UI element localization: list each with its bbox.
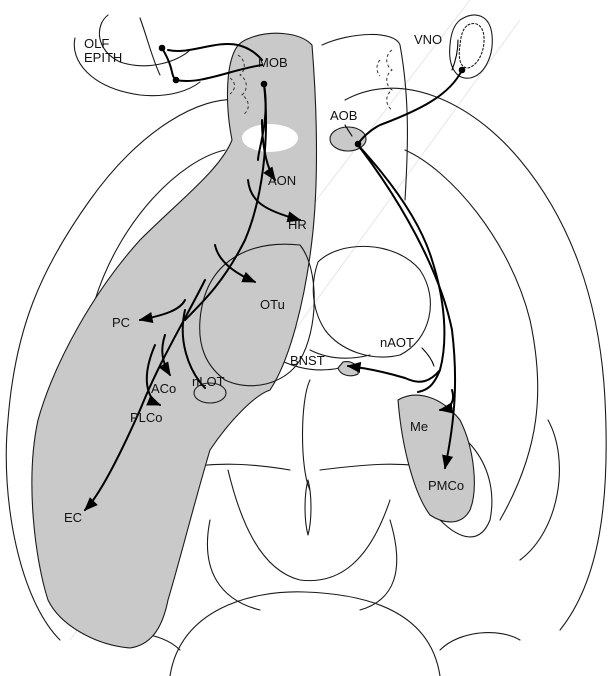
label-aco: ACo — [151, 381, 176, 396]
label-ec: EC — [64, 510, 82, 525]
label-bnst: BNST — [290, 353, 325, 368]
label-olf: OLF — [84, 36, 109, 51]
vomeronasal-organ — [450, 15, 493, 78]
label-aon: AON — [268, 173, 296, 188]
label-pc: PC — [112, 315, 130, 330]
label-pmco: PMCo — [428, 478, 464, 493]
label-mob: MOB — [258, 55, 288, 70]
label-otu: OTu — [260, 297, 285, 312]
label-hr: HR — [288, 217, 307, 232]
label-naot: nAOT — [380, 335, 414, 350]
label-plco: PLCo — [130, 410, 163, 425]
label-vno: VNO — [414, 32, 442, 47]
label-me: Me — [410, 419, 428, 434]
label-nlot: nLOT — [192, 374, 225, 389]
label-epith: EPITH — [84, 50, 122, 65]
label-aob: AOB — [330, 108, 357, 123]
